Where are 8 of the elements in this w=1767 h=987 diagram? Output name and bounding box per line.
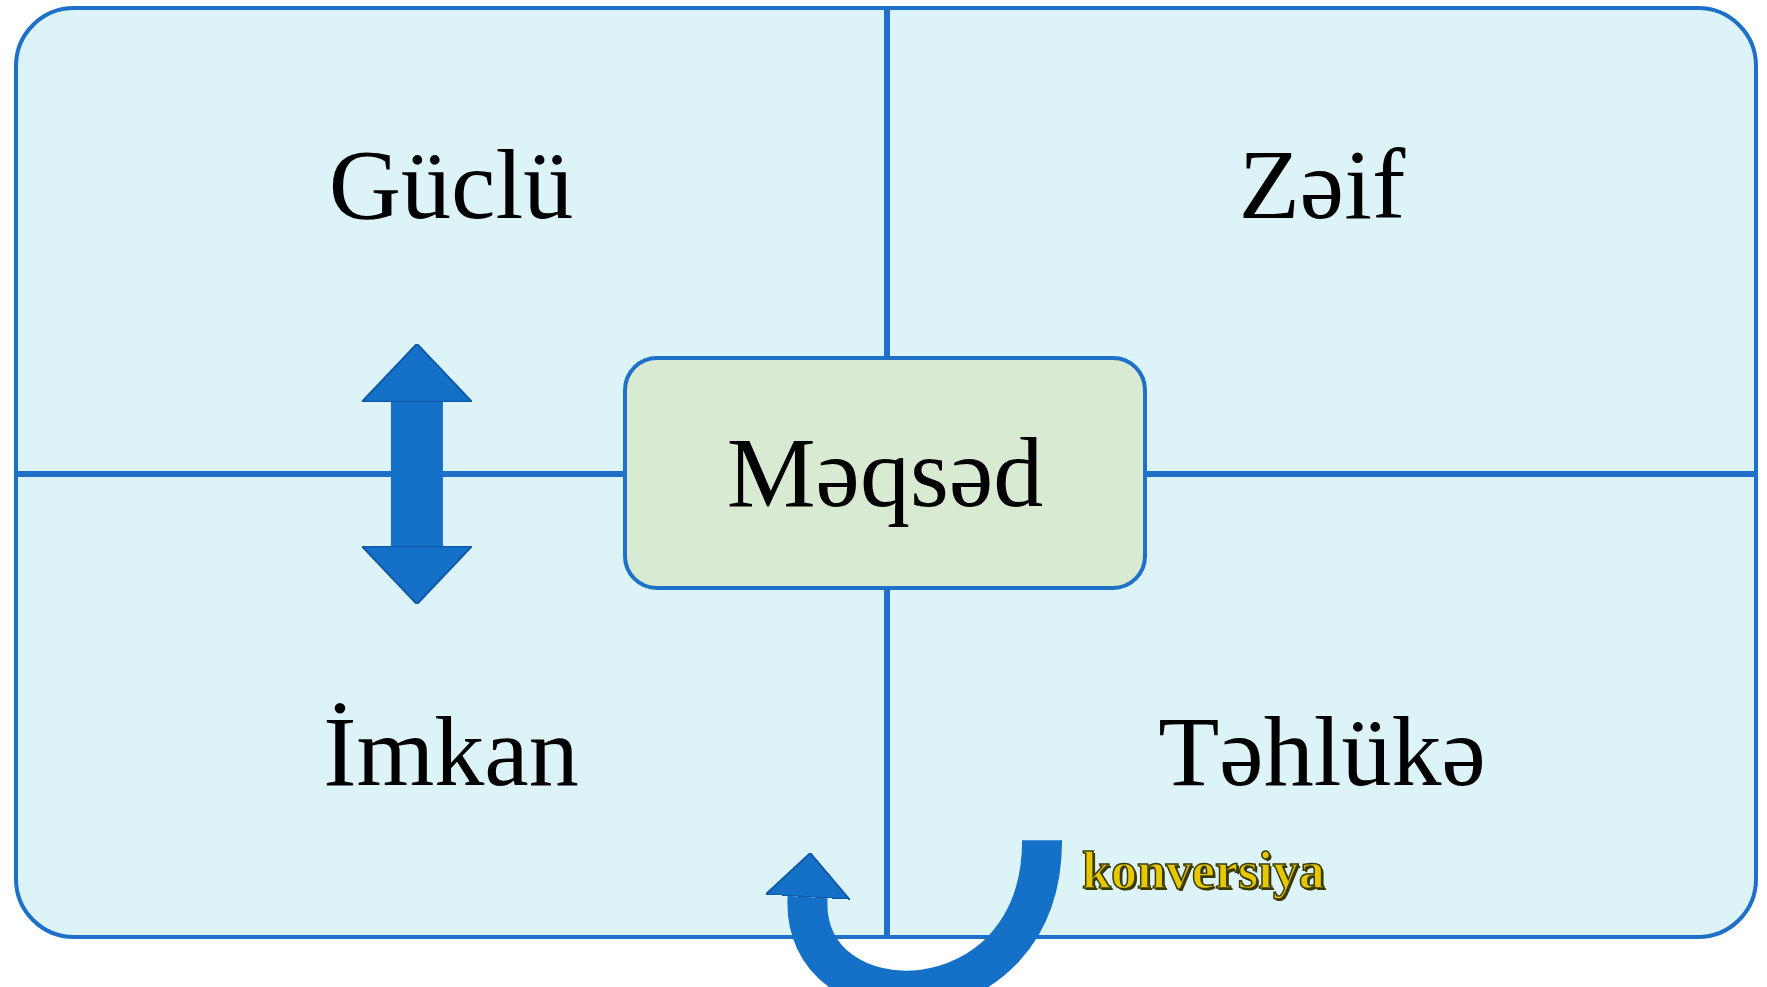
arrow [360, 342, 473, 606]
edge-label: konversiya [1082, 845, 1325, 897]
heading: Təhlükə [1158, 702, 1486, 802]
heading: Zəif [1238, 135, 1406, 235]
arrow [764, 838, 1062, 987]
center-box [623, 356, 1147, 590]
heading: İmkan [323, 702, 579, 802]
heading: Güclü [328, 135, 574, 235]
